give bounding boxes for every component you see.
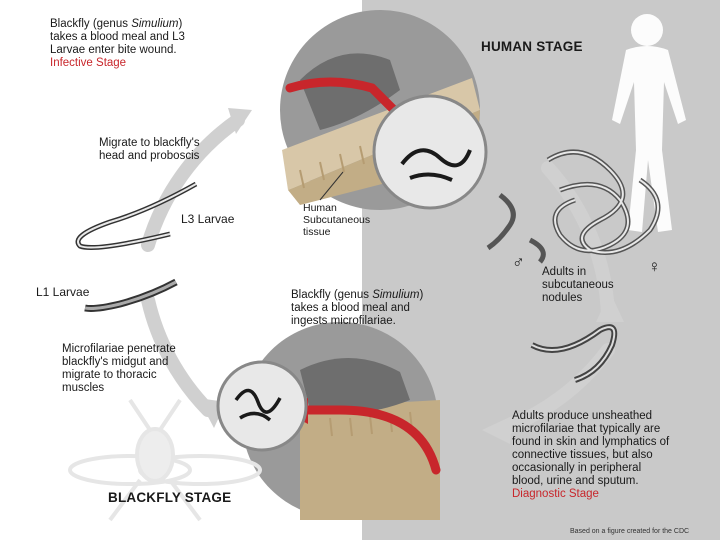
- female-symbol: ♀: [648, 258, 661, 275]
- blackfly-stage-title: BLACKFLY STAGE: [108, 491, 231, 504]
- l1-larvae-label: L1 Larvae: [36, 286, 89, 299]
- penetrate-step-text: Microfilariae penetrate blackfly's midgu…: [62, 343, 176, 395]
- diagnostic-stage-label: Diagnostic Stage: [512, 488, 599, 500]
- l3-larvae-label: L3 Larvae: [181, 213, 234, 226]
- source-credit: Based on a figure created for the CDC: [570, 528, 689, 535]
- infective-stage-label: Infective Stage: [50, 57, 126, 69]
- l1-larva-icon: [85, 282, 176, 309]
- ingest-circle: [218, 322, 440, 520]
- diagnostic-step-text: Adults produce unsheathed microfilariae …: [512, 410, 669, 501]
- migrate-step-text: Migrate to blackfly's head and proboscis: [99, 137, 200, 163]
- human-stage-title: HUMAN STAGE: [481, 40, 583, 53]
- subcutaneous-tissue-label: Human Subcutaneous tissue: [303, 202, 370, 238]
- infective-step-text: Blackfly (genus Simulium) takes a blood …: [50, 18, 185, 70]
- male-symbol: ♂: [512, 254, 525, 271]
- ingest-step-text: Blackfly (genus Simulium) takes a blood …: [291, 289, 423, 328]
- adults-nodules-text: Adults in subcutaneous nodules: [542, 266, 614, 305]
